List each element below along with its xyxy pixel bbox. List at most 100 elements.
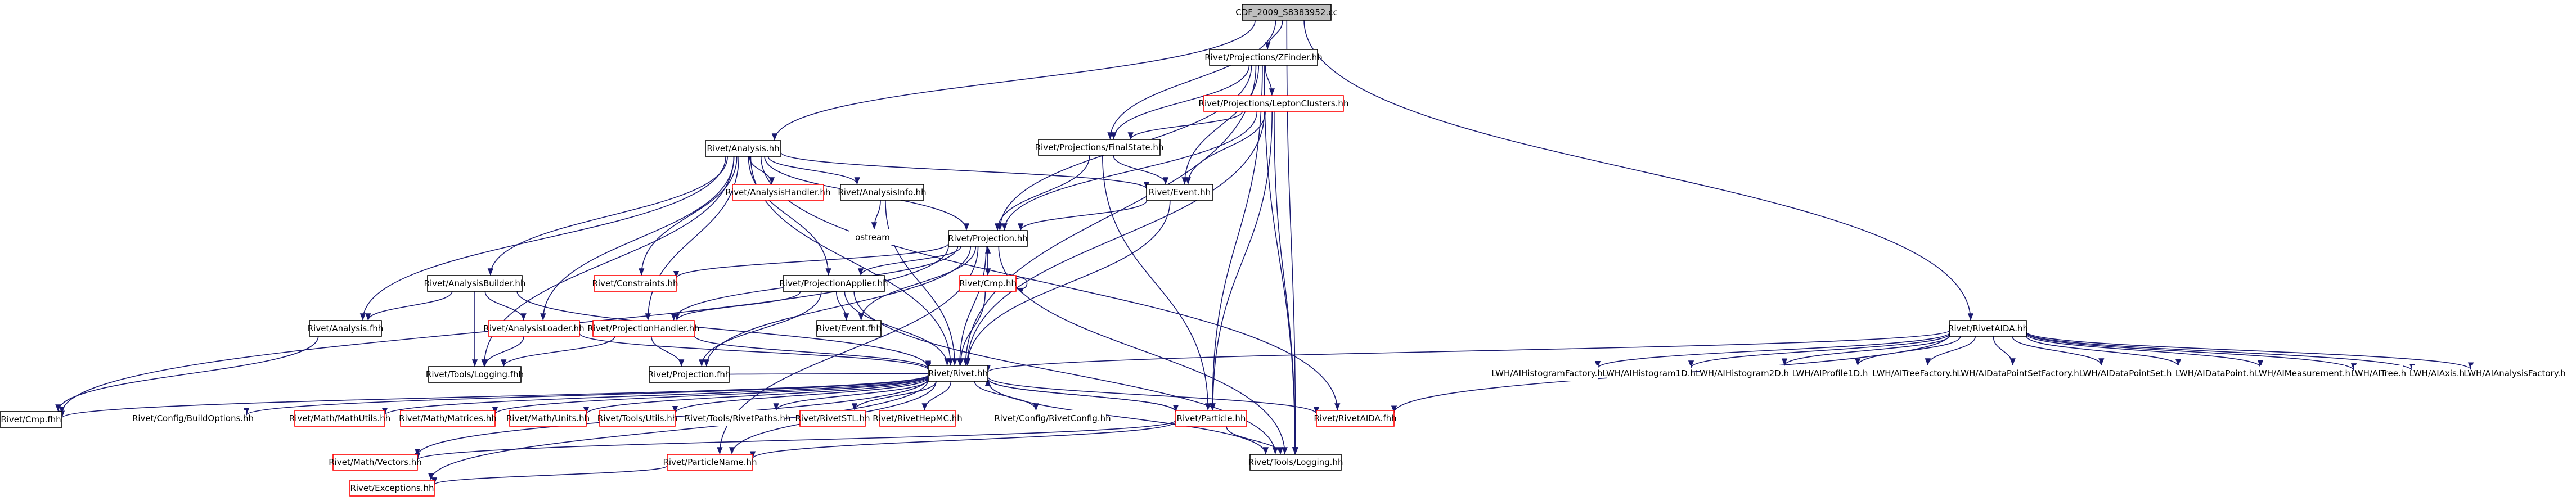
node-box: [592, 320, 695, 337]
node-analysisinfo[interactable]: Rivet/AnalysisInfo.hh: [838, 184, 927, 201]
edge-analysis-to-rivetaidafhh: [760, 156, 1341, 411]
edge-root-to-analysis: [771, 20, 1256, 141]
node-box: [2354, 365, 2403, 381]
edge-analysis-to-analysisinfo: [767, 156, 860, 185]
node-toolslogging[interactable]: Rivet/Tools/Logging.hh: [1248, 454, 1343, 471]
edge-leptonclusters-to-rivethh: [964, 111, 1265, 366]
node-particlename[interactable]: Rivet/ParticleName.hh: [663, 454, 757, 471]
node-label: Rivet/AnalysisHandler.hh: [726, 187, 831, 197]
node-zfinder[interactable]: Rivet/Projections/ZFinder.hh: [1204, 49, 1323, 66]
node-box: [594, 275, 677, 292]
node-label: Rivet/Projection.fhh: [648, 369, 731, 380]
node-box: [1146, 184, 1213, 201]
node-label: Rivet/Projections/FinalState.hh: [1035, 142, 1164, 152]
node-label: CDF_2009_S8383952.cc: [1235, 7, 1337, 18]
node-analysisloader[interactable]: Rivet/AnalysisLoader.hh: [483, 320, 585, 337]
node-label: Rivet/Tools/Logging.fhh: [426, 369, 524, 380]
edge-particlename-to-exceptions: [431, 465, 668, 485]
edge-rivetaidahh-to-lwh_hist1d: [1688, 333, 1950, 368]
node-analysis[interactable]: Rivet/Analysis.hh: [705, 140, 781, 157]
edge-rivethh-to-mathutils: [382, 375, 929, 416]
node-projectionfhh[interactable]: Rivet/Projection.fhh: [648, 366, 731, 383]
node-label: Rivet/Math/MathUtils.hh: [289, 413, 391, 423]
edge-event-to-projection: [1018, 200, 1148, 231]
edge-analysis-to-analysisbuilder: [487, 156, 728, 276]
node-particle[interactable]: Rivet/Particle.hh: [1175, 410, 1247, 427]
node-projectionhandler[interactable]: Rivet/ProjectionHandler.hh: [587, 320, 700, 337]
edge-particle-to-rivethh: [985, 378, 1176, 413]
edge-rivetaidahh-to-lwh_analysisfactory: [2026, 331, 2474, 371]
node-label: Rivet/Projection.hh: [948, 233, 1028, 243]
node-finalstate[interactable]: Rivet/Projections/FinalState.hh: [1035, 139, 1164, 156]
edge-analysis-to-analysishandler: [749, 156, 775, 185]
node-mathutils[interactable]: Rivet/Math/MathUtils.hh: [289, 410, 391, 427]
node-cmpfhh[interactable]: Rivet/Cmp.fhh: [0, 411, 62, 428]
node-lwh_analysisfactory: LWH/AIAnalysisFactory.h: [2463, 365, 2566, 381]
edge-rivetaidahh-to-lwh_profile1d: [1855, 336, 1961, 366]
node-box: [1203, 95, 1344, 112]
node-label: Rivet/Math/Vectors.hh: [329, 457, 422, 467]
node-event[interactable]: Rivet/Event.hh: [1146, 184, 1213, 201]
node-toolslogfhh[interactable]: Rivet/Tools/Logging.fhh: [426, 366, 524, 383]
node-box: [2178, 365, 2251, 381]
node-layer: CDF_2009_S8383952.ccRivet/Projections/ZF…: [0, 4, 2566, 497]
node-analysisfhh[interactable]: Rivet/Analysis.fhh: [308, 320, 384, 337]
node-constraints[interactable]: Rivet/Constraints.hh: [592, 275, 678, 292]
edge-zfinder-to-toolslogging: [1264, 65, 1298, 455]
edge-zfinder-to-leptonclusters: [1265, 65, 1275, 96]
node-box: [2412, 365, 2462, 381]
node-box: [1316, 410, 1395, 427]
edge-projectionapplier-to-rivethh: [844, 291, 950, 366]
edge-leptonclusters-to-toolslogging: [1274, 111, 1298, 455]
node-cmp[interactable]: Rivet/Cmp.hh: [959, 275, 1017, 292]
node-rivetaidahh[interactable]: Rivet/RivetAIDA.hh: [1948, 320, 2028, 337]
node-exceptions[interactable]: Rivet/Exceptions.hh: [349, 480, 435, 497]
node-label: LWH/AIHistogramFactory.h: [1491, 368, 1603, 378]
node-box: [140, 410, 246, 426]
edge-rivethh-to-toolsutils: [672, 377, 929, 413]
node-box: [690, 410, 785, 426]
node-label: Rivet/RivetSTL.hh: [795, 413, 870, 423]
node-rivetstl[interactable]: Rivet/RivetSTL.hh: [795, 410, 870, 427]
node-projectionapplier[interactable]: Rivet/ProjectionApplier.hh: [779, 275, 888, 292]
node-rivetaidafhh[interactable]: Rivet/RivetAIDA.fhh: [1314, 410, 1397, 427]
node-toolsutils[interactable]: Rivet/Tools/Utils.hh: [597, 410, 677, 427]
node-box: [294, 410, 385, 427]
node-label: LWH/AIDataPoint.h: [2175, 368, 2254, 378]
node-root[interactable]: CDF_2009_S8383952.cc: [1235, 4, 1338, 21]
node-vectors[interactable]: Rivet/Math/Vectors.hh: [329, 454, 422, 471]
edge-rivethh-to-rivetstl: [851, 381, 937, 411]
edge-projectionhandler-to-toolslogfhh: [501, 336, 615, 367]
node-box: [1242, 4, 1332, 21]
edge-projection-to-projectionfhh: [703, 246, 972, 367]
edge-leptonclusters-to-particle: [1210, 111, 1273, 411]
node-label: LWH/AITreeFactory.h: [1872, 368, 1957, 378]
node-label: Rivet/Projections/ZFinder.hh: [1204, 52, 1322, 62]
edge-projectionapplier-to-projectionhandler: [674, 291, 801, 321]
edge-finalstate-to-event: [1113, 155, 1169, 185]
edge-projectionhandler-to-projectionfhh: [651, 336, 685, 367]
edge-analysisbuilder-to-analysisloader: [484, 291, 527, 321]
node-rivethepmc[interactable]: Rivet/RivetHepMC.hh: [873, 410, 963, 427]
node-label: Rivet/RivetHepMC.hh: [873, 413, 962, 423]
node-label: Rivet/Cmp.fhh: [1, 414, 61, 425]
node-box: [649, 366, 730, 383]
node-analysisbuilder[interactable]: Rivet/AnalysisBuilder.hh: [424, 275, 526, 292]
edge-rivetaidahh-to-lwh_hist2d: [1782, 335, 1950, 366]
node-label: LWH/AIDataPointSet.h: [2079, 368, 2172, 378]
node-box: [1175, 410, 1247, 427]
node-box: [1209, 49, 1318, 66]
node-eventfhh[interactable]: Rivet/Event.fhh: [816, 320, 882, 337]
node-matrices[interactable]: Rivet/Math/Matrices.hh: [399, 410, 497, 427]
node-projection[interactable]: Rivet/Projection.hh: [948, 230, 1028, 247]
node-box: [1793, 365, 1867, 381]
node-label: LWH/AIDataPointSetFactory.h: [1957, 368, 2079, 378]
node-box: [1700, 365, 1784, 381]
edge-analysis-to-analysisfhh: [359, 156, 726, 321]
node-analysishandler[interactable]: Rivet/AnalysisHandler.hh: [726, 184, 831, 201]
node-label: Rivet/Config/BuildOptions.hh: [132, 413, 254, 423]
node-rivethh[interactable]: Rivet/Rivet.hh: [928, 365, 988, 382]
node-units[interactable]: Rivet/Math/Units.hh: [506, 410, 590, 427]
node-leptonclusters[interactable]: Rivet/Projections/LeptonClusters.hh: [1199, 95, 1349, 112]
